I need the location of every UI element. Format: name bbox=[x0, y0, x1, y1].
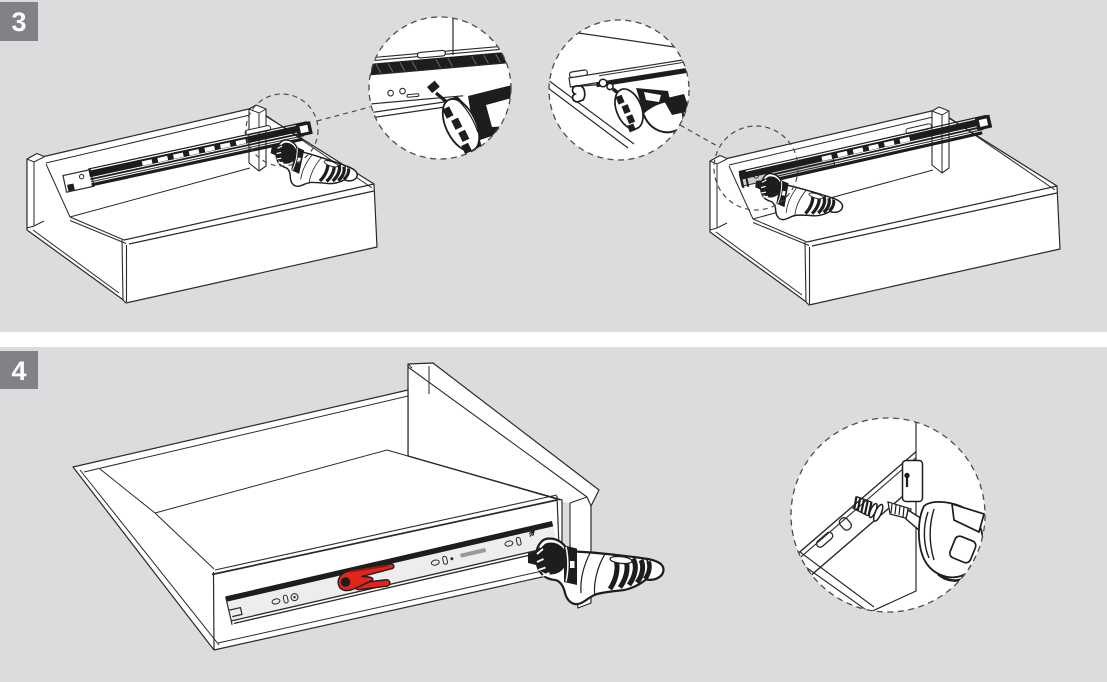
svg-text:4: 4 bbox=[11, 356, 26, 386]
svg-text:3: 3 bbox=[11, 7, 26, 37]
